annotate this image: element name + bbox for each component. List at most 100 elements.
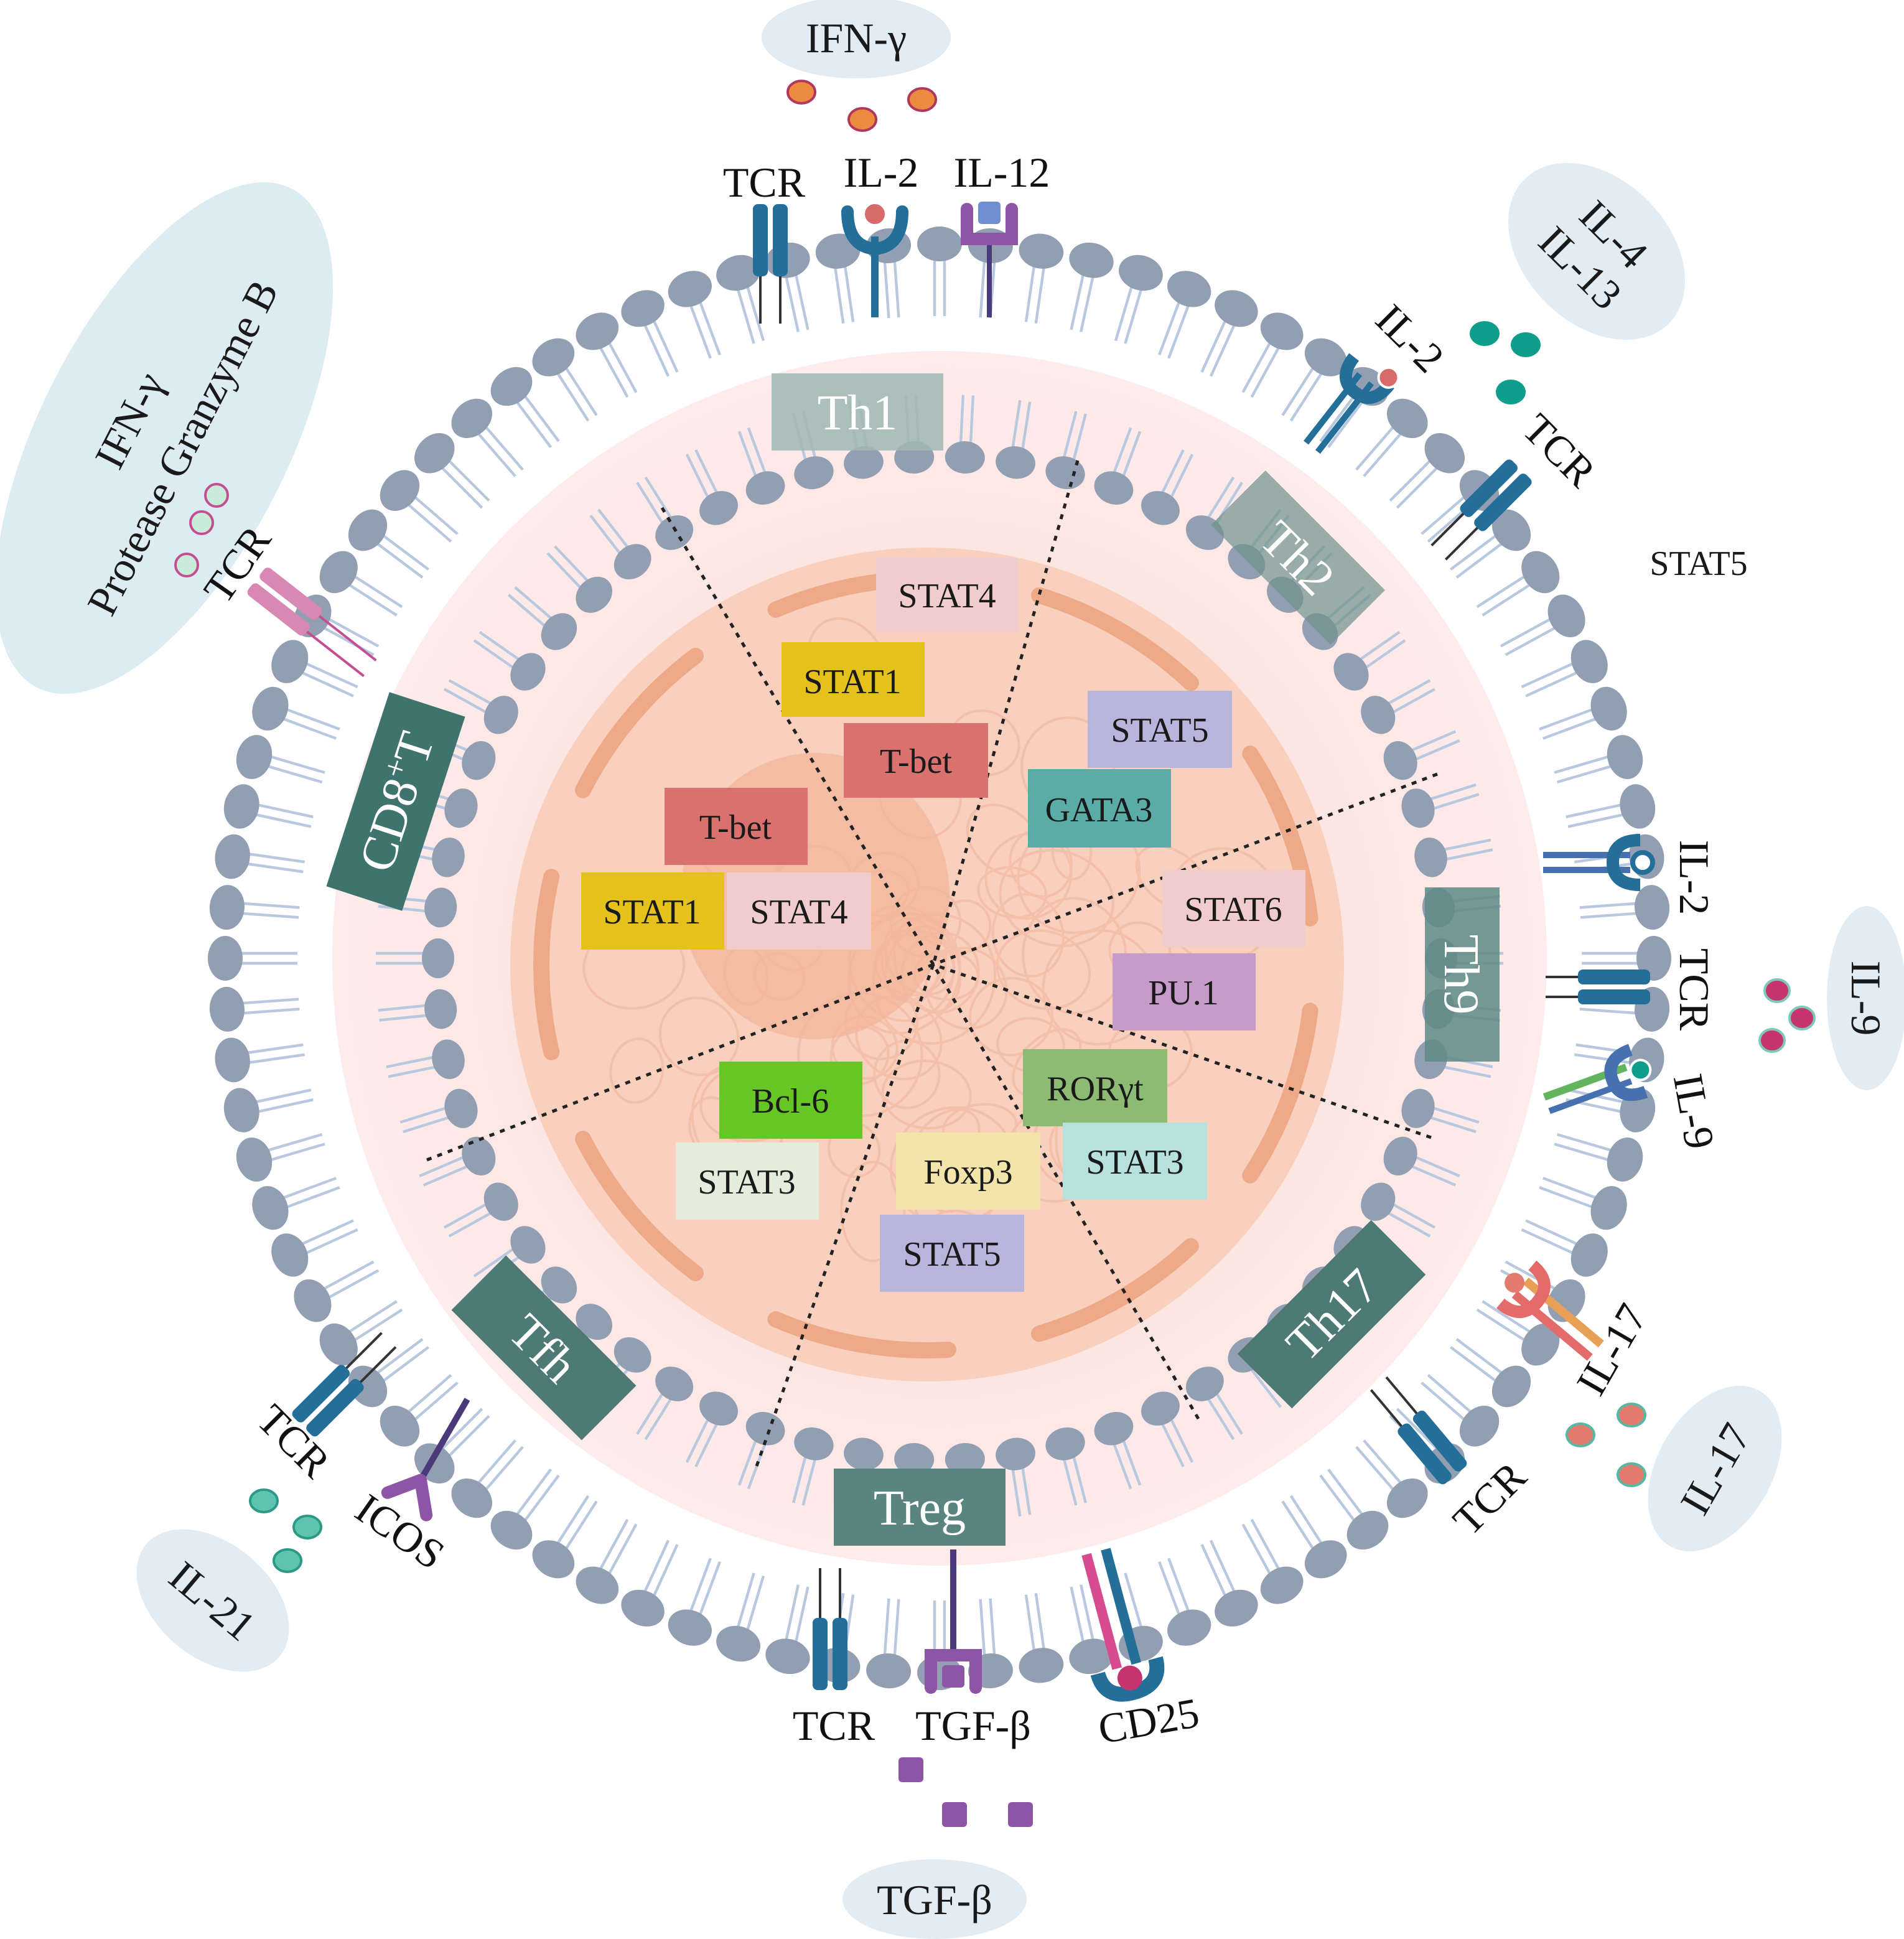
phospholipid [996, 1437, 1035, 1517]
treg-cd25-receptor [1081, 1548, 1165, 1702]
subset-label-th1: Th1 [772, 373, 943, 451]
tf-th1-stat4: STAT4 [876, 558, 1018, 632]
phospholipid [319, 1300, 403, 1366]
th2-tcr-receptor [1430, 459, 1532, 561]
phospholipid [252, 686, 340, 740]
th17-tcr-receptor [1370, 1376, 1467, 1485]
svg-text:IFN-γ: IFN-γ [806, 14, 907, 62]
tf-cd8-stat4: STAT4 [727, 872, 871, 950]
cytokine-square [898, 1757, 923, 1782]
phospholipid [443, 1182, 518, 1238]
phospholipid [209, 986, 300, 1032]
cytokine-dot [174, 553, 199, 577]
svg-text:STAT5: STAT5 [1111, 711, 1208, 750]
subset-label-treg: Treg [834, 1469, 1006, 1546]
phospholipid [917, 227, 962, 316]
label-treg-tcr: TCR [793, 1702, 875, 1749]
cytokine-dot [786, 80, 816, 105]
phospholipid [419, 1136, 496, 1187]
th1-il12-receptor [961, 202, 1018, 317]
tf-tfh-stat3: STAT3 [676, 1142, 819, 1220]
svg-text:Foxp3: Foxp3 [923, 1153, 1012, 1192]
phospholipid [1158, 271, 1211, 359]
phospholipid [1521, 640, 1608, 698]
phospholipid [209, 885, 300, 930]
svg-text:TGF-β: TGF-β [877, 1876, 992, 1923]
svg-text:Th1: Th1 [818, 386, 898, 441]
tfh-icos-receptor [381, 1398, 470, 1521]
th9-tcr-receptor [1546, 970, 1650, 1004]
svg-text:STAT1: STAT1 [603, 893, 701, 932]
phospholipid [668, 271, 721, 359]
chromatin-loop [881, 1059, 972, 1130]
tf-th1-tbet: T-bet [844, 723, 988, 798]
phospholipid [271, 640, 358, 698]
phospholipid [866, 1598, 912, 1689]
phospholipid [1421, 1374, 1500, 1447]
phospholipid [414, 432, 490, 509]
envelope-segment [574, 1131, 704, 1281]
tf-th1-stat1: STAT1 [782, 642, 925, 717]
phospholipid [576, 312, 638, 398]
phospholipid [294, 1260, 380, 1322]
chromatin-loop [996, 929, 1091, 1011]
phospholipid [532, 1495, 598, 1579]
phospholipid [1241, 312, 1304, 398]
receptors [247, 202, 1655, 1702]
phospholipid [621, 1540, 679, 1627]
th9-il2-receptor [1543, 834, 1655, 891]
svg-text:STAT4: STAT4 [750, 893, 847, 932]
phospholipid [443, 679, 518, 734]
divider-line [933, 963, 1432, 1139]
ifng-particles [786, 80, 937, 132]
cytokine-square [942, 1802, 967, 1827]
label-treg-tgfb: TGF-β [915, 1702, 1031, 1749]
phospholipid [1094, 427, 1142, 505]
phospholipid [1361, 679, 1436, 734]
phospholipid [1141, 1391, 1194, 1467]
phospholipid [451, 398, 524, 477]
svg-text:T-bet: T-bet [880, 742, 953, 781]
phospholipid [636, 1367, 694, 1441]
label-th9-il9: IL-9 [1664, 1070, 1724, 1152]
tf-th17-stat3: STAT3 [1063, 1123, 1207, 1200]
chromatin-loop [966, 803, 1042, 878]
cytokine-dot [907, 87, 937, 112]
phospholipid [378, 989, 457, 1029]
envelope-segment [1242, 745, 1318, 927]
phospholipid [1019, 1593, 1064, 1683]
phospholipid [1521, 1219, 1608, 1277]
phospholipid [792, 1427, 834, 1506]
th2-il2-receptor [1304, 353, 1400, 454]
label-th2-il2: IL-2 [1367, 295, 1454, 381]
cloud-cd8-effectors: IFN-γ Protease Granzyme B [0, 182, 334, 694]
secreted-cytokines [174, 80, 1816, 1827]
floating-stat5-label: STAT5 [1650, 544, 1747, 583]
cytokine-dot [1758, 1028, 1786, 1053]
tf-th2-stat5: STAT5 [1088, 691, 1232, 768]
phospholipid [1539, 1177, 1627, 1230]
svg-text:STAT1: STAT1 [803, 663, 901, 701]
il21-particles [249, 1488, 322, 1573]
cytokine-dot [249, 1488, 279, 1513]
phospholipid [490, 1469, 560, 1550]
phospholipid [380, 1374, 459, 1447]
cytokine-dot [1763, 978, 1791, 1003]
phospholipid [223, 784, 314, 829]
divider-line [933, 772, 1438, 966]
phospholipid [1554, 735, 1643, 784]
tf-treg-stat5: STAT5 [880, 1215, 1024, 1292]
phospholipid [473, 631, 546, 691]
phospholipid [1045, 1427, 1087, 1506]
phospholipid [271, 1219, 358, 1277]
phospholipid [1069, 242, 1114, 332]
phospholipid [386, 1039, 465, 1080]
phospholipid [1069, 1584, 1114, 1675]
cytokine-dot [1566, 1423, 1595, 1447]
phospholipid [1200, 290, 1258, 377]
phospholipid [236, 735, 325, 784]
phospholipid [1355, 1439, 1428, 1518]
phospholipid [589, 508, 651, 580]
chromatin-loop [977, 866, 1048, 919]
label-th1-tcr: TCR [723, 159, 806, 206]
